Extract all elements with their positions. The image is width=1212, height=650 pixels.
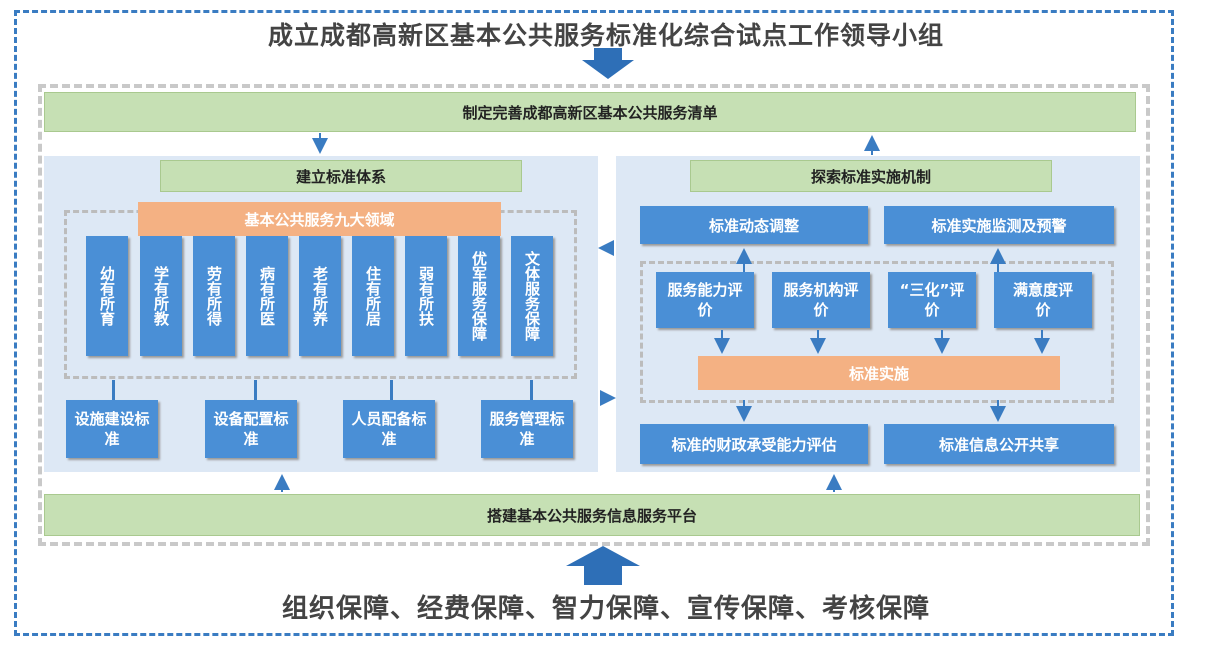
evaluation-dashed-box	[640, 261, 1114, 403]
standard-label: 设备配置标准	[213, 410, 289, 448]
domain-label: 优军服务保障	[470, 251, 488, 341]
domain-box: 学有所教	[140, 236, 182, 356]
connector-line	[112, 380, 115, 400]
domain-box: 老有所养	[299, 236, 341, 356]
domain-box: 住有所居	[352, 236, 394, 356]
standard-box: 人员配备标准	[343, 400, 435, 458]
evaluation-box: 服务能力评价	[656, 272, 754, 328]
up-arrow-icon	[566, 546, 640, 585]
evaluation-label: 满意度评价	[1012, 281, 1073, 319]
dynamic-adjust-box: 标准动态调整	[640, 206, 868, 244]
domain-label: 老有所养	[311, 266, 329, 326]
standard-implementation-bar: 标准实施	[698, 356, 1060, 390]
domain-box: 劳有所得	[193, 236, 235, 356]
domain-label: 幼有所育	[98, 266, 116, 326]
info-disclosure-box: 标准信息公开共享	[884, 424, 1114, 464]
domain-label: 病有所医	[258, 266, 276, 326]
standard-label: 设施建设标准	[74, 410, 150, 448]
info-platform-bar: 搭建基本公共服务信息服务平台	[44, 494, 1140, 536]
domain-box: 幼有所育	[86, 236, 128, 356]
implementation-mechanism-header: 探索标准实施机制	[690, 160, 1052, 192]
standard-box: 设施建设标准	[66, 400, 158, 458]
service-list-bar: 制定完善成都高新区基本公共服务清单	[44, 92, 1136, 132]
evaluation-label: “三化”评价	[899, 281, 965, 319]
evaluation-label: 服务能力评价	[667, 281, 743, 319]
evaluation-box: “三化”评价	[888, 272, 976, 328]
domain-box: 病有所医	[246, 236, 288, 356]
connector-line	[254, 380, 257, 400]
standard-label: 服务管理标准	[489, 410, 565, 448]
evaluation-box: 服务机构评价	[772, 272, 870, 328]
evaluation-label: 服务机构评价	[783, 281, 859, 319]
monitor-warning-box: 标准实施监测及预警	[884, 206, 1114, 244]
domain-label: 劳有所得	[205, 266, 223, 326]
domain-box: 弱有所扶	[405, 236, 447, 356]
standard-system-header: 建立标准体系	[160, 160, 522, 192]
domain-label: 弱有所扶	[417, 266, 435, 326]
down-arrow-icon	[582, 48, 634, 79]
guarantee-title: 组织保障、经费保障、智力保障、宣传保障、考核保障	[281, 594, 930, 624]
fiscal-assessment-box: 标准的财政承受能力评估	[640, 424, 868, 464]
standard-label: 人员配备标准	[351, 410, 427, 448]
standard-box: 服务管理标准	[481, 400, 573, 458]
domain-label: 学有所教	[152, 266, 170, 326]
connector-line	[530, 380, 533, 400]
evaluation-box: 满意度评价	[994, 272, 1092, 328]
leading-group-title: 成立成都高新区基本公共服务标准化综合试点工作领导小组	[267, 21, 944, 50]
domain-label: 住有所居	[364, 266, 382, 326]
outer-dashed-frame	[14, 10, 1174, 636]
nine-domains-title: 基本公共服务九大领域	[138, 202, 501, 236]
inner-dashed-frame	[38, 84, 1150, 546]
standard-box: 设备配置标准	[205, 400, 297, 458]
connector-line	[390, 380, 393, 400]
domain-label: 文体服务保障	[523, 251, 541, 341]
domain-box: 文体服务保障	[511, 236, 553, 356]
domain-box: 优军服务保障	[458, 236, 500, 356]
